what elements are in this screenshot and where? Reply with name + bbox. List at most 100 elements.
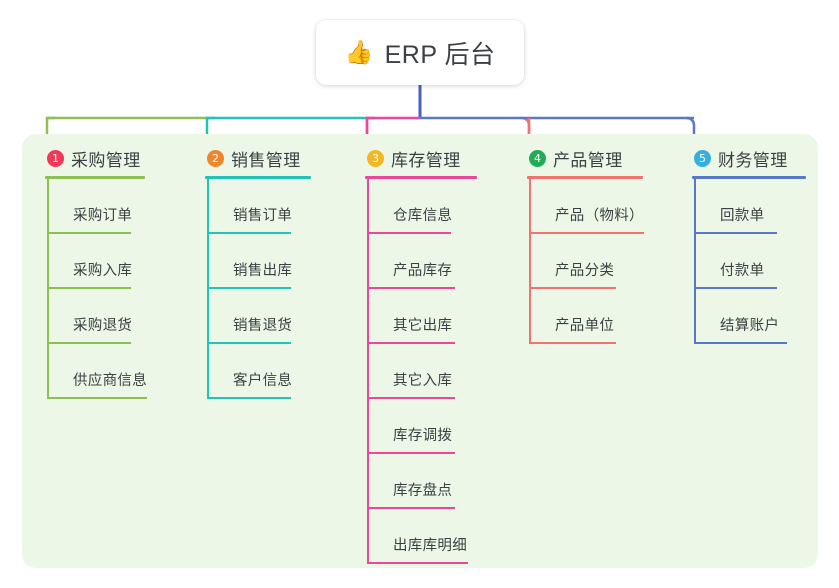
- branch-header-1[interactable]: 1 采购管理: [45, 146, 145, 170]
- leaf-item-label: 采购退货: [73, 318, 133, 334]
- branch-header-3[interactable]: 3 库存管理: [365, 146, 477, 170]
- leaf-item-label: 其它出库: [393, 318, 453, 334]
- branch-badge-3: 3: [367, 149, 384, 167]
- branch-3: 3 库存管理仓库信息产品库存其它出库其它入库库存调拨库存盘点出库库明细: [365, 146, 477, 564]
- leaf-item[interactable]: 采购退货: [47, 289, 145, 344]
- leaf-item-rule: [531, 287, 616, 289]
- branch-header-4[interactable]: 4 产品管理: [527, 146, 643, 170]
- leaf-item[interactable]: 其它出库: [367, 289, 477, 344]
- leaf-item-rule: [369, 232, 451, 234]
- leaf-item-label: 付款单: [720, 263, 765, 279]
- branch-badge-4: 4: [529, 149, 546, 167]
- leaf-item-label: 采购入库: [73, 263, 133, 279]
- leaf-item[interactable]: 库存调拨: [367, 399, 477, 454]
- branch-rule-3: [365, 176, 477, 179]
- leaf-item-rule: [209, 342, 291, 344]
- branch-spine-2: [207, 179, 209, 399]
- leaf-item[interactable]: 仓库信息: [367, 179, 477, 234]
- branch-2: 2 销售管理销售订单销售出库销售退货客户信息: [205, 146, 311, 399]
- leaf-item-label: 采购订单: [73, 208, 133, 224]
- branch-items-4: 产品（物料） 产品分类产品单位: [527, 179, 644, 344]
- branch-badge-2: 2: [207, 149, 224, 167]
- branch-1: 1 采购管理采购订单采购入库采购退货供应商信息: [45, 146, 147, 399]
- branch-rule-4: [527, 176, 643, 179]
- branch-header-2[interactable]: 2 销售管理: [205, 146, 311, 170]
- leaf-item-rule: [696, 232, 777, 234]
- leaf-item-rule: [209, 397, 291, 399]
- leaf-item[interactable]: 销售订单: [207, 179, 311, 234]
- leaf-item[interactable]: 产品单位: [529, 289, 643, 344]
- leaf-item-rule: [49, 342, 131, 344]
- leaf-item[interactable]: 结算账户: [694, 289, 806, 344]
- branch-title-5: 财务管理: [718, 150, 788, 170]
- leaf-item-rule: [696, 287, 777, 289]
- leaf-item[interactable]: 供应商信息: [47, 344, 147, 399]
- leaf-item-label: 客户信息: [233, 373, 293, 389]
- branch-rule-5: [692, 176, 806, 179]
- leaf-item-rule: [369, 507, 455, 509]
- branch-items-5: 回款单付款单结算账户: [692, 179, 806, 344]
- root-node-label: ERP 后台: [384, 40, 496, 69]
- leaf-item-label: 供应商信息: [73, 373, 147, 389]
- branch-rule-1: [45, 176, 145, 179]
- leaf-item-rule: [209, 232, 291, 234]
- leaf-item-label: 结算账户: [720, 318, 780, 334]
- leaf-item[interactable]: 产品分类: [529, 234, 643, 289]
- branch-title-3: 库存管理: [391, 150, 461, 170]
- leaf-item-rule: [209, 287, 291, 289]
- leaf-item-rule: [696, 342, 787, 344]
- branch-spine-3: [367, 179, 369, 564]
- leaf-item-label: 销售出库: [233, 263, 293, 279]
- leaf-item-label: 销售退货: [233, 318, 293, 334]
- leaf-item-rule: [369, 287, 455, 289]
- branch-header-5[interactable]: 5 财务管理: [692, 146, 806, 170]
- leaf-item[interactable]: 其它入库: [367, 344, 477, 399]
- leaf-item[interactable]: 采购订单: [47, 179, 145, 234]
- branch-items-2: 销售订单销售出库销售退货客户信息: [205, 179, 311, 399]
- leaf-item-rule: [369, 342, 455, 344]
- leaf-item[interactable]: 采购入库: [47, 234, 145, 289]
- leaf-item-label: 库存盘点: [393, 483, 453, 499]
- leaf-item-rule: [49, 232, 131, 234]
- leaf-item[interactable]: 出库库明细: [367, 509, 477, 564]
- leaf-item[interactable]: 回款单: [694, 179, 806, 234]
- leaf-item-label: 仓库信息: [393, 208, 453, 224]
- leaf-item-rule: [369, 397, 455, 399]
- leaf-item-label: 产品（物料）: [555, 208, 644, 224]
- leaf-item-rule: [531, 232, 644, 234]
- leaf-item-label: 回款单: [720, 208, 765, 224]
- leaf-item-label: 销售订单: [233, 208, 293, 224]
- branch-spine-1: [47, 179, 49, 399]
- leaf-item-label: 出库库明细: [393, 538, 467, 554]
- leaf-item[interactable]: 销售退货: [207, 289, 311, 344]
- leaf-item-label: 产品分类: [555, 263, 615, 279]
- branch-badge-5: 5: [694, 149, 711, 167]
- branch-items-3: 仓库信息产品库存其它出库其它入库库存调拨库存盘点出库库明细: [365, 179, 477, 564]
- branch-badge-1: 1: [47, 149, 64, 167]
- leaf-item[interactable]: 产品（物料）: [529, 179, 644, 234]
- branch-rule-2: [205, 176, 311, 179]
- leaf-item[interactable]: 库存盘点: [367, 454, 477, 509]
- branch-4: 4 产品管理产品（物料） 产品分类产品单位: [527, 146, 644, 344]
- leaf-item-label: 其它入库: [393, 373, 453, 389]
- branch-title-1: 采购管理: [71, 150, 141, 170]
- leaf-item-rule: [531, 342, 616, 344]
- leaf-item-rule: [369, 452, 455, 454]
- root-node[interactable]: 👍 ERP 后台: [316, 20, 524, 85]
- leaf-item[interactable]: 销售出库: [207, 234, 311, 289]
- leaf-item-rule: [49, 287, 131, 289]
- branch-spine-5: [694, 179, 696, 344]
- branches-panel: [22, 134, 818, 568]
- leaf-item-rule: [49, 397, 147, 399]
- branch-title-4: 产品管理: [553, 150, 623, 170]
- branch-spine-4: [529, 179, 531, 344]
- leaf-item[interactable]: 产品库存: [367, 234, 477, 289]
- branch-items-1: 采购订单采购入库采购退货供应商信息: [45, 179, 147, 399]
- leaf-item-rule: [369, 562, 468, 564]
- leaf-item[interactable]: 客户信息: [207, 344, 311, 399]
- branch-title-2: 销售管理: [231, 150, 301, 170]
- leaf-item-label: 产品单位: [555, 318, 615, 334]
- leaf-item[interactable]: 付款单: [694, 234, 806, 289]
- root-node-content: 👍 ERP 后台: [344, 35, 495, 71]
